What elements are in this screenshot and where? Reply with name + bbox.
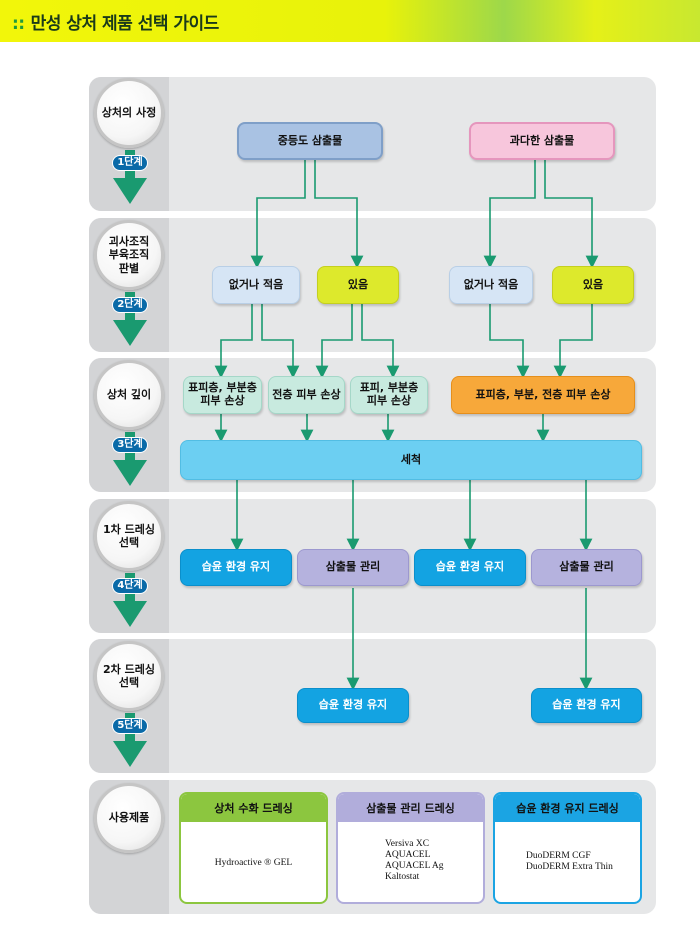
product-item: DuoDERM Extra Thin [526, 862, 613, 872]
product-item: AQUACEL Ag [385, 861, 444, 871]
primary-moist-box-2: 습윤 환경 유지 [414, 549, 526, 586]
product-card-exudate: 삼출물 관리 드레싱 Versiva XC AQUACEL AQUACEL Ag… [336, 792, 485, 904]
stage-4-badge: 4단계 [112, 578, 148, 594]
exudate-moderate-box: 중등도 삼출물 [237, 122, 383, 160]
product-item: Versiva XC [385, 839, 430, 849]
product-item: AQUACEL [385, 850, 431, 860]
title-bullet: :: [12, 14, 25, 34]
necrosis-yes-right-box: 있음 [552, 266, 634, 304]
stage-5-circle: 2차 드레싱 선택 [94, 641, 164, 711]
page-title: ::만성 상처 제품 선택 가이드 [12, 9, 219, 34]
secondary-moist-box-2: 습윤 환경 유지 [531, 688, 642, 723]
title-text: 만성 상처 제품 선택 가이드 [30, 14, 220, 34]
depth-full-box: 전층 피부 손상 [268, 376, 345, 414]
primary-exudate-box-1: 삼출물 관리 [297, 549, 409, 586]
depth-epi-partial-box-1: 표피층, 부분층 피부 손상 [183, 376, 262, 414]
exudate-excessive-box: 과다한 삼출물 [469, 122, 615, 160]
stage-1-circle: 상처의 사정 [94, 78, 164, 148]
stage-2-circle: 괴사조직 부육조직 판별 [94, 220, 164, 290]
stage-3-circle: 상처 깊이 [94, 360, 164, 430]
depth-all-box: 표피층, 부분, 전층 피부 손상 [451, 376, 635, 414]
product-item: Hydroactive ® GEL [214, 858, 293, 868]
stage-2-badge: 2단계 [112, 297, 148, 313]
stage-1-badge: 1단계 [112, 155, 148, 171]
primary-exudate-box-2: 삼출물 관리 [531, 549, 642, 586]
product-card-title: 상처 수화 드레싱 [181, 794, 326, 822]
primary-moist-box-1: 습윤 환경 유지 [180, 549, 292, 586]
product-card-title: 습윤 환경 유지 드레싱 [495, 794, 640, 822]
secondary-moist-box-1: 습윤 환경 유지 [297, 688, 409, 723]
stage-3-badge: 3단계 [112, 437, 148, 453]
necrosis-none-right-box: 없거나 적음 [449, 266, 533, 304]
product-card-moist: 습윤 환경 유지 드레싱 DuoDERM CGF DuoDERM Extra T… [493, 792, 642, 904]
necrosis-yes-left-box: 있음 [317, 266, 399, 304]
product-item: DuoDERM CGF [526, 851, 591, 861]
necrosis-none-left-box: 없거나 적음 [212, 266, 300, 304]
cleansing-bar: 세척 [180, 440, 642, 480]
depth-epi-partial-box-2: 표피, 부분층 피부 손상 [350, 376, 428, 414]
product-item: Kaltostat [385, 872, 420, 882]
product-card-hydration: 상처 수화 드레싱 Hydroactive ® GEL [179, 792, 328, 904]
header-banner: ::만성 상처 제품 선택 가이드 [0, 0, 700, 42]
product-card-title: 삼출물 관리 드레싱 [338, 794, 483, 822]
stage-4-circle: 1차 드레싱 선택 [94, 501, 164, 571]
products-circle: 사용제품 [94, 783, 164, 853]
stage-5-badge: 5단계 [112, 718, 148, 734]
